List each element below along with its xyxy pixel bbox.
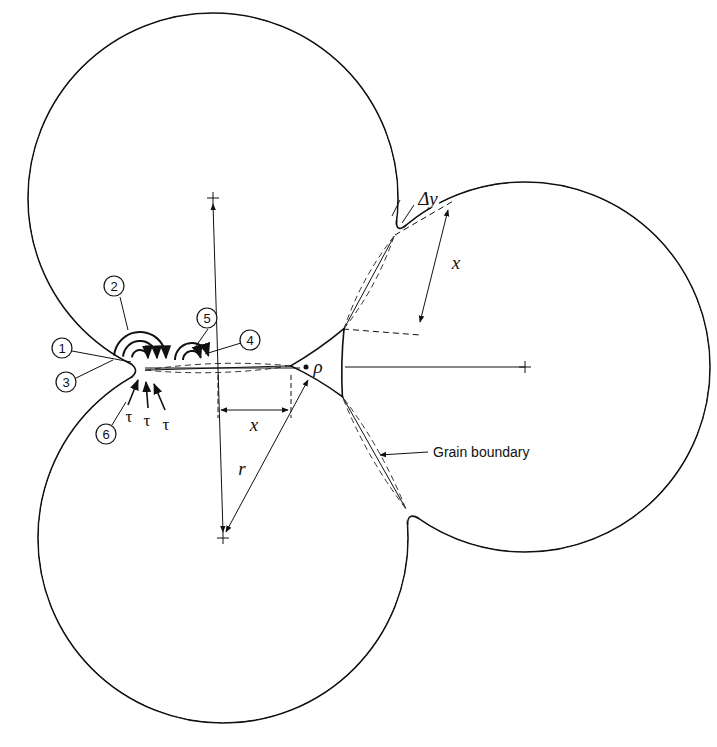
symbol-label: τ — [125, 408, 134, 425]
dimension-x — [221, 410, 288, 411]
callout-number: 5 — [203, 312, 210, 325]
dimension-extension — [218, 375, 219, 418]
dimension-x — [420, 210, 448, 322]
symbol-label: x — [451, 253, 461, 272]
leader-line — [196, 329, 208, 346]
symbol-label: r — [237, 459, 246, 478]
pore-center-dot — [304, 365, 309, 370]
boundary-flux-arc — [183, 351, 201, 360]
callout-number: 3 — [62, 376, 69, 389]
diffusion-zone — [344, 236, 394, 328]
symbol-label: Δy — [417, 189, 439, 208]
symbol-label: x — [249, 415, 259, 434]
particle-outline — [28, 13, 398, 383]
grain-boundary — [342, 397, 405, 509]
callout-circle — [56, 372, 76, 392]
stress-arrow — [128, 380, 138, 405]
center-mark — [213, 192, 214, 204]
neck-fillet — [130, 363, 136, 377]
dimension-delta-y — [402, 205, 414, 223]
center-mark — [223, 532, 224, 544]
particle-fill — [39, 354, 407, 722]
symbol-label: τ — [143, 412, 152, 429]
leader-line — [76, 360, 113, 378]
particle-outline — [340, 182, 710, 552]
leader-line — [120, 297, 128, 330]
center-line — [145, 367, 300, 368]
radius-arrow — [226, 380, 308, 532]
callout-number: 4 — [246, 334, 253, 347]
pore — [291, 329, 344, 397]
neck-fillet — [408, 516, 419, 525]
callout-circle — [104, 276, 124, 296]
callout-circle — [240, 330, 260, 350]
stress-arrow — [146, 382, 148, 408]
leader-arrow — [380, 452, 428, 455]
dimension-delta-y — [392, 200, 400, 216]
callout-circle — [52, 338, 72, 358]
callout-circle — [96, 424, 116, 444]
stress-arrow — [154, 384, 165, 410]
neck-fillet — [397, 220, 407, 228]
diffusion-zone — [342, 397, 405, 509]
leader-line — [72, 351, 131, 362]
callout-number: 2 — [110, 280, 117, 293]
center-line — [345, 366, 525, 367]
part-label: Grain boundary — [432, 445, 531, 459]
callout-number: 1 — [58, 342, 65, 355]
surface-flux-arc — [114, 332, 166, 358]
particle-fill — [341, 183, 709, 551]
dimension-extension — [343, 329, 420, 335]
particle-fill — [29, 14, 397, 382]
particles — [28, 13, 710, 723]
boundary-flux-arc — [175, 343, 208, 360]
callout-circle — [197, 308, 217, 328]
surface-flux-arc — [132, 350, 148, 358]
grain-boundary — [344, 236, 394, 328]
surface-flux-arc — [123, 341, 157, 358]
callout-number: 6 — [102, 428, 109, 441]
diffusion-zone — [342, 397, 405, 509]
diffusion-zone — [344, 236, 394, 328]
leader-line — [205, 343, 241, 354]
distance-arrow — [213, 204, 223, 532]
symbol-label: τ — [162, 416, 171, 433]
symbol-label: ρ — [312, 357, 323, 376]
